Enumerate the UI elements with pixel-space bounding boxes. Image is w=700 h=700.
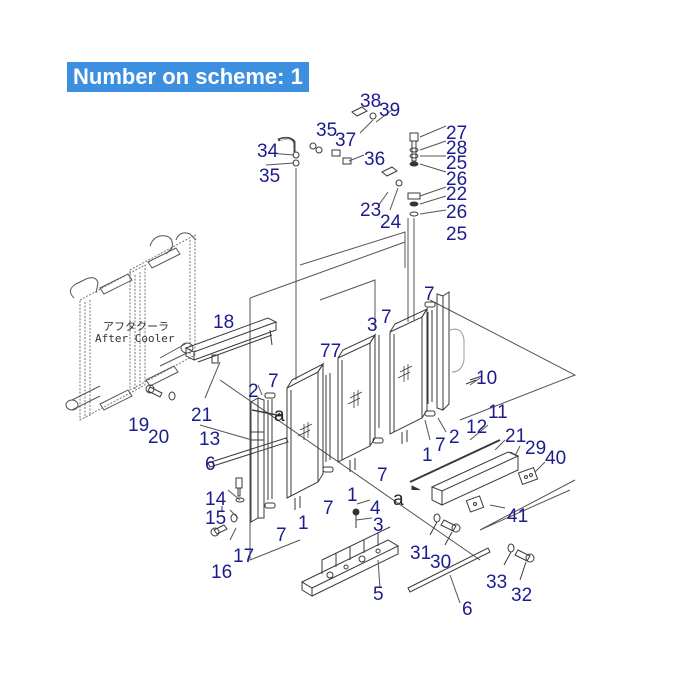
ref-mark-a-right: a [393,489,404,510]
callout-34[interactable]: 34 [257,141,279,162]
left-side-plate [250,397,284,523]
callout-6[interactable]: 6 [462,599,473,620]
callout-7[interactable]: 7 [323,498,334,519]
callout-30[interactable]: 30 [430,552,452,573]
callout-7[interactable]: 7 [268,371,279,392]
callout-26[interactable]: 26 [446,169,468,190]
callout-27[interactable]: 27 [446,123,468,144]
radiator-core-2 [337,333,377,472]
bottom-rail [409,439,539,513]
after-cooler-en-label: After Cooler [95,332,175,345]
callout-2[interactable]: 2 [248,381,259,402]
callout-leaders [199,361,546,604]
callout-10[interactable]: 10 [476,368,498,389]
callout-36[interactable]: 36 [364,149,386,170]
callout-1[interactable]: 1 [298,513,309,534]
bottom-bracket [300,508,400,597]
callout-5[interactable]: 5 [373,584,384,605]
callout-13[interactable]: 13 [199,429,221,450]
callout-12[interactable]: 12 [466,417,488,438]
callout-24[interactable]: 24 [380,212,402,233]
callout-18[interactable]: 18 [213,312,235,333]
ref-mark-a-left: a [274,405,285,426]
callout-21[interactable]: 21 [505,426,527,447]
callout-29[interactable]: 29 [525,438,547,459]
callout-40[interactable]: 40 [545,448,567,469]
strip-6 [207,437,491,593]
bolts-right [429,513,535,581]
callout-23[interactable]: 23 [360,200,382,221]
callout-25[interactable]: 25 [446,224,468,245]
callout-33[interactable]: 33 [486,572,508,593]
callout-7[interactable]: 7 [424,284,435,305]
seal-strips [264,301,436,509]
callout-16[interactable]: 16 [211,562,233,583]
callout-25[interactable]: 25 [446,153,468,174]
radiator-core-1 [286,362,325,510]
top-support-bar [184,317,278,364]
callout-35[interactable]: 35 [259,166,281,187]
callout-20[interactable]: 20 [148,427,170,448]
callout-21[interactable]: 21 [191,405,213,426]
callout-37[interactable]: 37 [335,130,357,151]
callout-4[interactable]: 4 [370,498,381,519]
right-side-plate [436,291,483,411]
callout-7[interactable]: 7 [377,465,388,486]
callout-39[interactable]: 39 [379,100,401,121]
callout-32[interactable]: 32 [511,585,533,606]
radiator-core-3 [389,307,429,444]
after-cooler-jp-label: アフタクーラ [103,320,169,333]
callout-15[interactable]: 15 [205,508,227,529]
callout-7[interactable]: 7 [435,435,446,456]
callout-1[interactable]: 1 [422,445,433,466]
callout-2[interactable]: 2 [449,427,460,448]
callout-1[interactable]: 1 [347,485,358,506]
callout-19[interactable]: 19 [128,415,150,436]
bolts-left [145,384,245,537]
callout-31[interactable]: 31 [410,543,432,564]
callout-22[interactable]: 22 [446,184,468,205]
callout-11[interactable]: 11 [488,402,508,423]
callout-26[interactable]: 26 [446,202,468,223]
callout-3[interactable]: 3 [367,315,378,336]
callout-77[interactable]: 77 [320,341,342,362]
callout-7[interactable]: 7 [381,307,392,328]
callout-7[interactable]: 7 [276,525,287,546]
hose-fittings [277,106,421,217]
callout-41[interactable]: 41 [507,506,529,527]
callout-6[interactable]: 6 [205,454,216,475]
callout-35[interactable]: 35 [316,120,338,141]
callout-38[interactable]: 38 [360,91,382,112]
callout-28[interactable]: 28 [446,138,468,159]
callout-3[interactable]: 3 [373,515,384,536]
callout-14[interactable]: 14 [205,489,227,510]
scheme-number-badge: Number on scheme: 1 [67,62,309,92]
callout-17[interactable]: 17 [233,546,255,567]
